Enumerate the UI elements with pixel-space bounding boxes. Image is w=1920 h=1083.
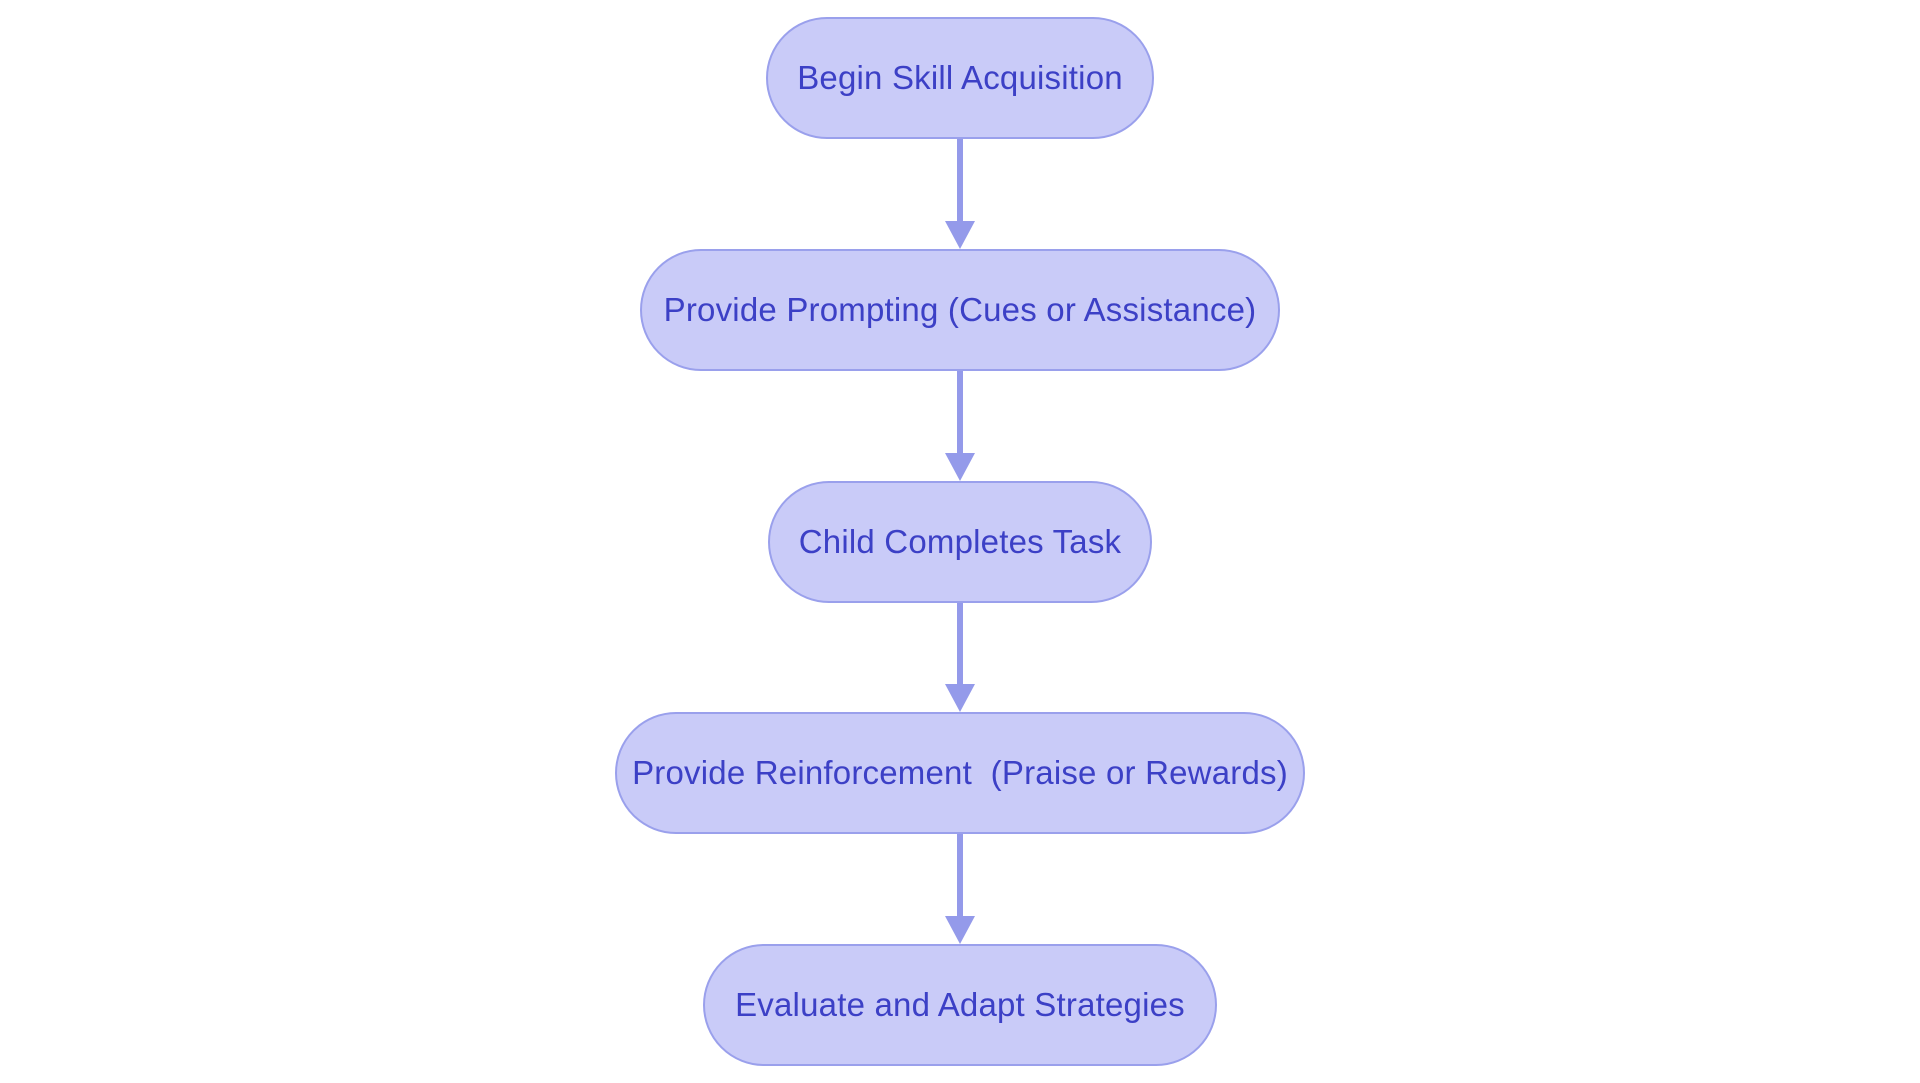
flow-node-label: Provide Prompting (Cues or Assistance) bbox=[663, 291, 1257, 328]
arrow-head-down-icon bbox=[945, 684, 975, 712]
arrow-shaft bbox=[957, 371, 963, 453]
arrow-shaft bbox=[957, 603, 963, 684]
flow-node-provide-reinforcement: Provide Reinforcement (Praise or Rewards… bbox=[615, 712, 1305, 834]
arrow-shaft bbox=[957, 834, 963, 916]
flow-arrow-4 bbox=[945, 834, 975, 944]
arrow-head-down-icon bbox=[945, 916, 975, 944]
arrow-head-down-icon bbox=[945, 221, 975, 249]
flow-node-label: Evaluate and Adapt Strategies bbox=[735, 986, 1185, 1023]
flow-arrow-3 bbox=[945, 603, 975, 712]
flow-node-label: Child Completes Task bbox=[798, 523, 1122, 560]
arrow-shaft bbox=[957, 139, 963, 221]
arrow-head-down-icon bbox=[945, 453, 975, 481]
flow-node-label: Begin Skill Acquisition bbox=[797, 59, 1123, 96]
flow-node-label: Provide Reinforcement (Praise or Rewards… bbox=[632, 754, 1288, 791]
flow-arrow-1 bbox=[945, 139, 975, 249]
flow-node-begin-skill-acquisition: Begin Skill Acquisition bbox=[766, 17, 1154, 139]
flow-arrow-2 bbox=[945, 371, 975, 481]
flow-node-child-completes-task: Child Completes Task bbox=[768, 481, 1152, 603]
flow-node-provide-prompting: Provide Prompting (Cues or Assistance) bbox=[640, 249, 1280, 371]
flow-node-evaluate-and-adapt: Evaluate and Adapt Strategies bbox=[703, 944, 1217, 1066]
